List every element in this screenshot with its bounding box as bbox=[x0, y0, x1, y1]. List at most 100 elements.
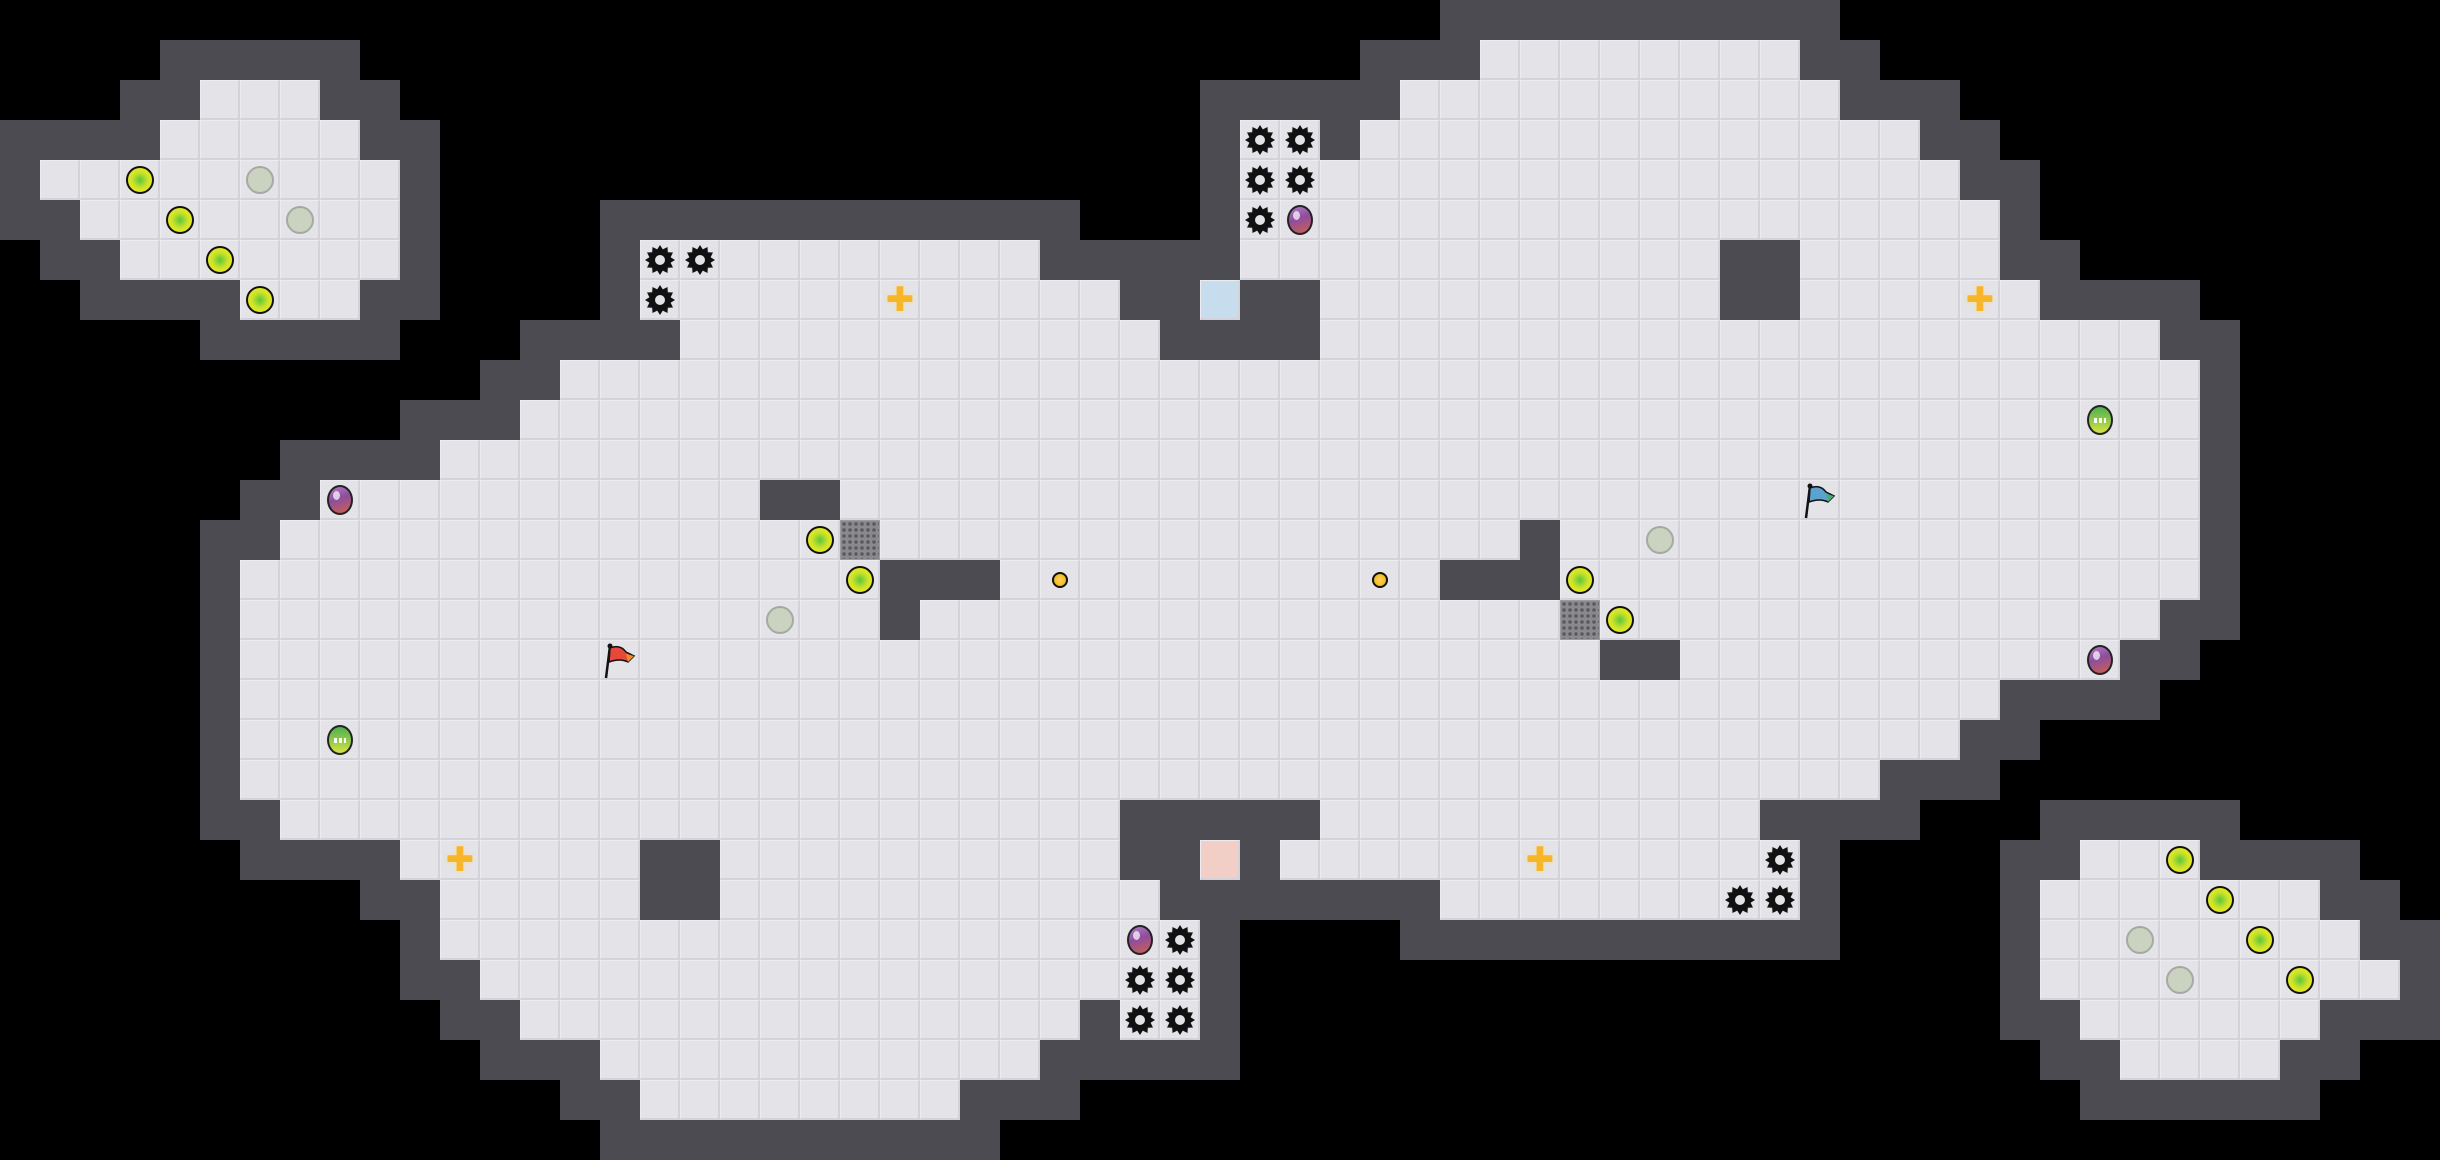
floor-tile bbox=[600, 440, 640, 480]
floor-tile bbox=[520, 960, 560, 1000]
floor-tile bbox=[2080, 440, 2120, 480]
floor-tile bbox=[400, 720, 440, 760]
floor-tile bbox=[480, 840, 520, 880]
floor-tile bbox=[1800, 240, 1840, 280]
floor-tile bbox=[680, 520, 720, 560]
floor-tile bbox=[480, 680, 520, 720]
floor-tile bbox=[520, 640, 560, 680]
floor-tile bbox=[1280, 360, 1320, 400]
floor-tile bbox=[1720, 160, 1760, 200]
floor-tile bbox=[1920, 600, 1960, 640]
floor-tile bbox=[1840, 280, 1880, 320]
floor-tile bbox=[1600, 720, 1640, 760]
bomb-icon bbox=[1127, 925, 1153, 955]
floor-tile bbox=[1600, 40, 1640, 80]
wall-tile bbox=[2160, 640, 2200, 680]
floor-tile bbox=[680, 280, 720, 320]
floor-tile bbox=[1800, 120, 1840, 160]
wall-tile bbox=[1880, 80, 1920, 120]
floor-tile bbox=[1200, 760, 1240, 800]
inactive-boost-icon bbox=[246, 166, 274, 194]
floor-tile bbox=[640, 800, 680, 840]
floor-tile bbox=[480, 560, 520, 600]
wall-tile bbox=[1760, 240, 1800, 280]
floor-tile bbox=[600, 1000, 640, 1040]
floor-tile bbox=[1600, 480, 1640, 520]
floor-tile bbox=[1160, 640, 1200, 680]
floor-tile bbox=[720, 600, 760, 640]
floor-tile bbox=[1120, 440, 1160, 480]
floor-tile bbox=[1240, 680, 1280, 720]
floor-tile bbox=[1040, 720, 1080, 760]
floor-tile bbox=[1680, 120, 1720, 160]
floor-tile bbox=[1520, 680, 1560, 720]
floor-tile bbox=[1760, 440, 1800, 480]
floor-tile bbox=[1440, 880, 1480, 920]
wall-tile bbox=[2200, 600, 2240, 640]
floor-tile bbox=[1280, 240, 1320, 280]
floor-tile bbox=[1280, 600, 1320, 640]
wall-tile bbox=[560, 1040, 600, 1080]
floor-tile bbox=[640, 1040, 680, 1080]
wall-tile bbox=[1000, 200, 1040, 240]
floor-tile bbox=[1360, 680, 1400, 720]
floor-tile bbox=[1880, 320, 1920, 360]
wall-tile bbox=[2000, 880, 2040, 920]
wall-tile bbox=[1320, 80, 1360, 120]
floor-tile bbox=[1880, 600, 1920, 640]
floor-tile bbox=[440, 760, 480, 800]
floor-tile bbox=[1840, 160, 1880, 200]
floor-tile bbox=[1000, 400, 1040, 440]
wall-tile bbox=[2400, 1000, 2440, 1040]
floor-tile bbox=[1880, 360, 1920, 400]
floor-tile bbox=[1360, 800, 1400, 840]
floor-tile bbox=[1000, 1000, 1040, 1040]
wall-tile bbox=[1240, 840, 1280, 880]
floor-tile bbox=[800, 440, 840, 480]
floor-tile bbox=[1640, 200, 1680, 240]
wall-tile bbox=[2080, 280, 2120, 320]
floor-tile bbox=[1320, 160, 1360, 200]
floor-tile bbox=[1000, 880, 1040, 920]
floor-tile bbox=[1720, 40, 1760, 80]
floor-tile bbox=[520, 840, 560, 880]
floor-tile bbox=[1360, 600, 1400, 640]
floor-tile bbox=[560, 960, 600, 1000]
boost-pad-icon bbox=[166, 206, 194, 234]
floor-tile bbox=[920, 360, 960, 400]
floor-tile bbox=[640, 400, 680, 440]
floor-tile bbox=[920, 920, 960, 960]
wall-tile bbox=[200, 640, 240, 680]
floor-tile bbox=[1240, 400, 1280, 440]
floor-tile bbox=[1640, 120, 1680, 160]
floor-tile bbox=[880, 960, 920, 1000]
floor-tile bbox=[1720, 520, 1760, 560]
floor-tile bbox=[640, 1000, 680, 1040]
floor-tile bbox=[1640, 440, 1680, 480]
floor-tile bbox=[560, 600, 600, 640]
floor-tile bbox=[480, 600, 520, 640]
wall-tile bbox=[600, 320, 640, 360]
floor-tile bbox=[760, 400, 800, 440]
floor-tile bbox=[840, 920, 880, 960]
floor-tile bbox=[600, 880, 640, 920]
floor-tile bbox=[760, 520, 800, 560]
floor-tile bbox=[1640, 360, 1680, 400]
floor-tile bbox=[240, 680, 280, 720]
wall-tile bbox=[1240, 280, 1280, 320]
wall-tile bbox=[2160, 280, 2200, 320]
floor-tile bbox=[1960, 600, 2000, 640]
floor-tile bbox=[2160, 1040, 2200, 1080]
floor-tile bbox=[1920, 400, 1960, 440]
floor-tile bbox=[1280, 640, 1320, 680]
floor-tile bbox=[2240, 880, 2280, 920]
floor-tile bbox=[1400, 160, 1440, 200]
wall-tile bbox=[1880, 800, 1920, 840]
floor-tile bbox=[1720, 360, 1760, 400]
floor-tile bbox=[1920, 520, 1960, 560]
wall-tile bbox=[2040, 1040, 2080, 1080]
floor-tile bbox=[600, 480, 640, 520]
floor-tile bbox=[560, 480, 600, 520]
floor-tile bbox=[1120, 520, 1160, 560]
boost-pad-icon bbox=[2166, 846, 2194, 874]
